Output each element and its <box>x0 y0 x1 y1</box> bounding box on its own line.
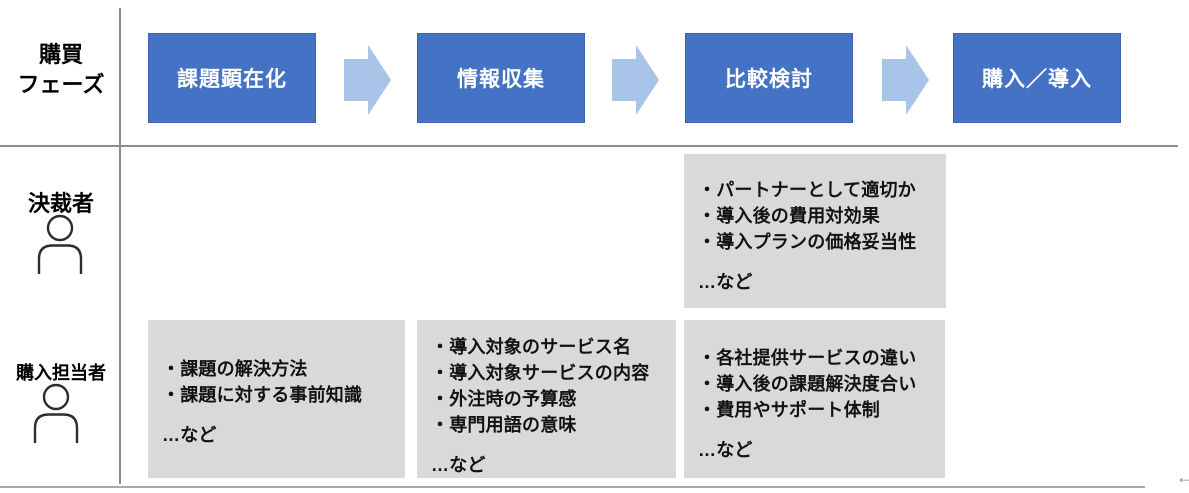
bullet-list: ・各社提供サービスの違い・導入後の課題解決度合い・費用やサポート体制 <box>698 345 937 423</box>
cell-purchaser-comparison: ・各社提供サービスの違い・導入後の課題解決度合い・費用やサポート体制 …など <box>684 320 945 478</box>
bullet-list: ・パートナーとして適切か・導入後の費用対効果・導入プランの価格妥当性 <box>698 177 938 255</box>
etc-label: …など <box>162 425 217 445</box>
bullet-item: ・課題の解決方法 <box>162 359 308 379</box>
bullet-item: ・導入対象のサービス名 <box>431 337 632 357</box>
phase-box-purchase: 購入／導入 <box>953 33 1121 123</box>
row-label-purchaser: 購入担当者 <box>16 363 106 383</box>
axis-title: 購買 フェーズ <box>0 40 122 100</box>
axis-title-line2: フェーズ <box>17 72 105 97</box>
bullet-item: ・導入後の費用対効果 <box>698 206 880 226</box>
left-arrow-icon: ← <box>1176 467 1189 487</box>
etc-label: …など <box>698 272 753 292</box>
etc-label: …など <box>698 440 753 460</box>
bullet-list: ・導入対象のサービス名・導入対象サービスの内容・外注時の予算感・専門用語の意味 <box>431 334 668 438</box>
right-arrow-icon <box>612 45 659 115</box>
right-arrow-icon <box>882 45 929 115</box>
header-divider-line <box>0 145 1178 147</box>
bullet-item: ・専門用語の意味 <box>431 415 577 435</box>
bullet-list: ・課題の解決方法・課題に対する事前知識 <box>162 356 397 408</box>
bullet-item: ・パートナーとして適切か <box>698 180 916 200</box>
bullet-item: ・課題に対する事前知識 <box>162 385 363 405</box>
phase-box-problem-recognition: 課題顕在化 <box>148 33 316 123</box>
column-divider-line <box>119 8 121 484</box>
person-icon <box>33 383 79 443</box>
person-icon <box>37 214 83 274</box>
axis-title-line1: 購買 <box>38 42 83 67</box>
bullet-item: ・費用やサポート体制 <box>698 400 880 420</box>
bottom-divider-line <box>0 486 1145 488</box>
bullet-item: ・導入後の課題解決度合い <box>698 374 917 394</box>
bullet-item: ・各社提供サービスの違い <box>698 348 917 368</box>
cell-purchaser-problem-recognition: ・課題の解決方法・課題に対する事前知識 …など <box>148 320 405 478</box>
bullet-item: ・導入プランの価格妥当性 <box>698 232 917 252</box>
cell-purchaser-information-gathering: ・導入対象のサービス名・導入対象サービスの内容・外注時の予算感・専門用語の意味 … <box>417 320 676 478</box>
row-label-decision-maker: 決裁者 <box>27 191 94 216</box>
phase-box-information-gathering: 情報収集 <box>417 33 585 123</box>
cell-decision-maker-comparison: ・パートナーとして適切か・導入後の費用対効果・導入プランの価格妥当性 …など <box>684 154 946 308</box>
bullet-item: ・導入対象サービスの内容 <box>431 363 650 383</box>
etc-label: …など <box>431 455 486 475</box>
bullet-item: ・外注時の予算感 <box>431 389 577 409</box>
right-arrow-icon <box>344 45 391 115</box>
phase-box-comparison: 比較検討 <box>685 33 853 123</box>
